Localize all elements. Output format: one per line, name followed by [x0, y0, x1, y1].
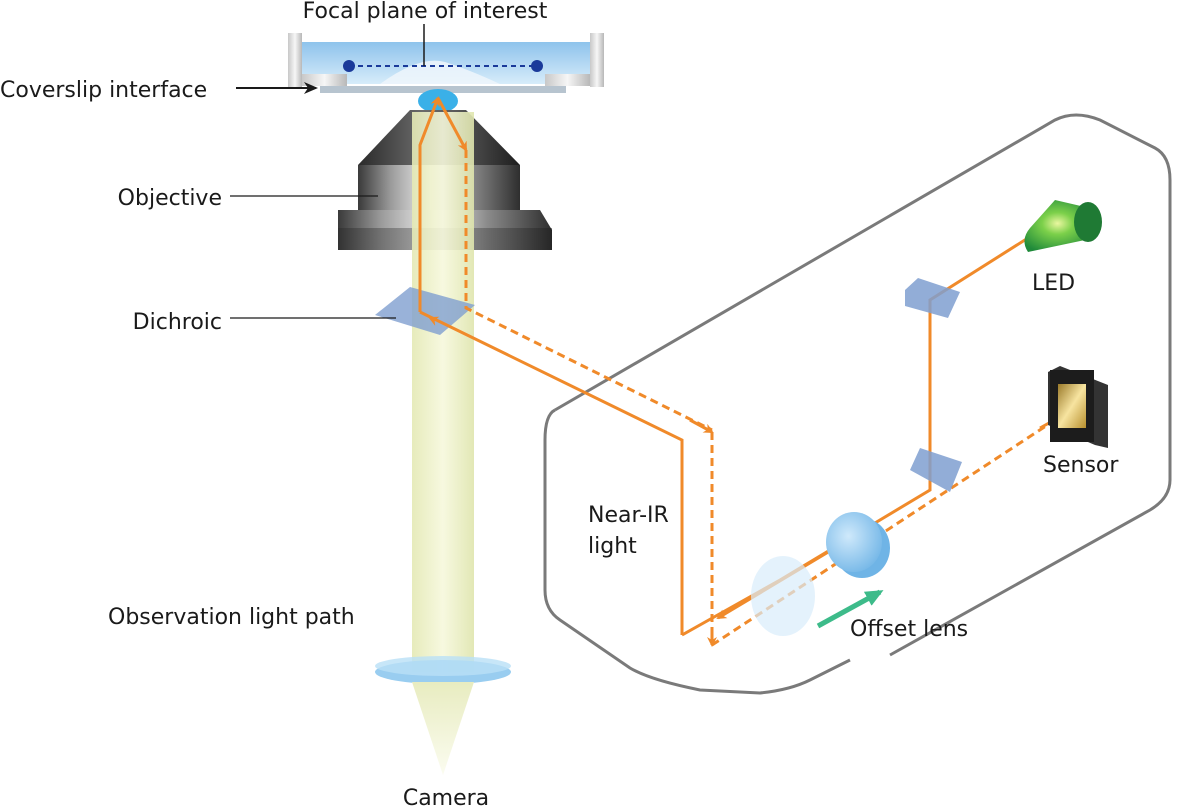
label-observation-path: Observation light path [108, 605, 355, 630]
offset-direction-arrow-icon [816, 589, 884, 629]
observation-lens [375, 656, 511, 684]
offset-lens [826, 512, 890, 578]
label-coverslip: Coverslip interface [0, 78, 207, 103]
label-objective: Objective [118, 186, 222, 211]
focal-plane-dot-right [531, 60, 543, 72]
autofocus-housing-outline-top [554, 113, 1172, 657]
label-offset-lens: Offset lens [850, 617, 968, 642]
focal-plane-dot-left [343, 60, 355, 72]
label-dichroic: Dichroic [133, 310, 222, 335]
label-camera: Camera [403, 786, 489, 807]
label-sensor: Sensor [1043, 453, 1119, 478]
camera-light-cone [412, 682, 474, 775]
offset-lens-ghost [751, 556, 815, 636]
label-near-ir-line2: light [588, 534, 637, 559]
mirror-2 [910, 448, 962, 492]
autofocus-housing-outline [543, 408, 851, 695]
sample-dish [288, 33, 604, 93]
observation-beam [412, 112, 474, 672]
dichroic-mirror [375, 287, 475, 335]
led-icon [1024, 200, 1102, 252]
label-led: LED [1032, 271, 1075, 296]
label-near-ir-line1: Near-IR [588, 503, 669, 528]
label-focal-plane: Focal plane of interest [303, 0, 548, 24]
sensor-icon [1048, 366, 1108, 448]
mirror-1 [905, 278, 960, 318]
